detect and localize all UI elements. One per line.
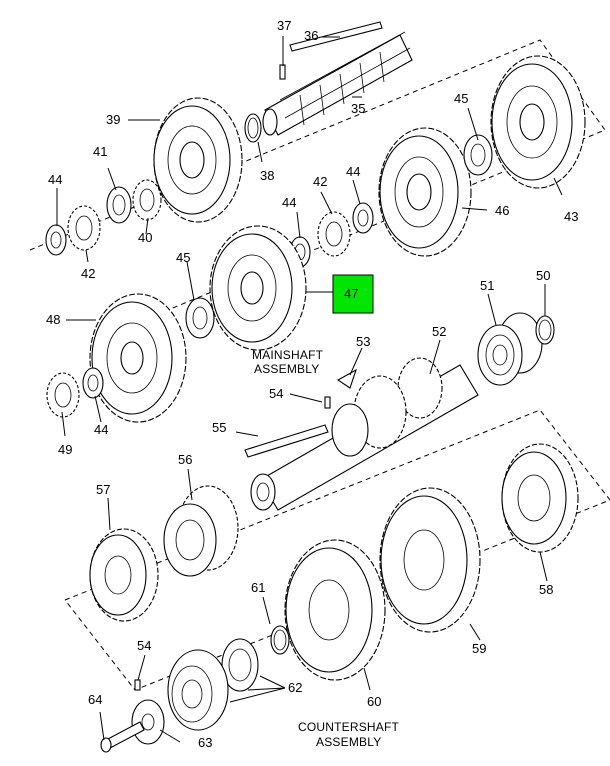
washer-part-45-b (185, 297, 215, 339)
highlight-box (332, 274, 374, 314)
gear-part-57 (89, 528, 159, 622)
callout-44-d[interactable]: 44 (94, 422, 108, 437)
gear-part-48 (89, 293, 187, 423)
callout-58[interactable]: 58 (539, 582, 553, 597)
plug-part-53 (336, 368, 357, 389)
washer-part-44-d (82, 367, 104, 399)
countershaft-title-line2: ASSEMBLY (316, 735, 381, 749)
callout-46[interactable]: 46 (495, 203, 509, 218)
clutch-part-42-b (317, 211, 351, 257)
callout-45-b[interactable]: 45 (176, 250, 190, 265)
callout-50[interactable]: 50 (536, 268, 550, 283)
callout-48[interactable]: 48 (46, 312, 60, 327)
key-part-55 (244, 424, 329, 458)
pin-part-54-b (134, 679, 141, 691)
gear-part-56 (163, 485, 239, 577)
callout-57[interactable]: 57 (96, 482, 110, 497)
callout-43[interactable]: 43 (564, 209, 578, 224)
callout-64[interactable]: 64 (88, 692, 102, 707)
callout-49[interactable]: 49 (58, 442, 72, 457)
callout-47-highlight[interactable]: 47 (332, 274, 374, 314)
gear-part-46 (378, 127, 472, 257)
callout-44-a[interactable]: 44 (48, 172, 62, 187)
callout-51[interactable]: 51 (480, 278, 494, 293)
callout-59[interactable]: 59 (472, 641, 486, 656)
callout-44-c[interactable]: 44 (346, 164, 360, 179)
mainshaft-assembly-title: MAINSHAFT ASSEMBLY (252, 348, 324, 376)
callout-53[interactable]: 53 (356, 334, 370, 349)
callout-40[interactable]: 40 (138, 230, 152, 245)
callout-36[interactable]: 36 (304, 28, 318, 43)
washer-part-44-c (352, 202, 374, 234)
gear-part-39 (153, 97, 243, 223)
retainer-part-63 (131, 699, 165, 745)
callout-55[interactable]: 55 (212, 420, 226, 435)
gear-part-58 (501, 443, 579, 553)
gear-part-59 (379, 487, 481, 633)
callout-54-b[interactable]: 54 (137, 638, 151, 653)
gear-part-60 (284, 539, 386, 681)
callout-61[interactable]: 61 (251, 580, 265, 595)
snap-ring-part-38 (244, 113, 262, 143)
bolt-part-64 (100, 721, 145, 753)
pin-part-54-a (324, 396, 331, 409)
callout-38[interactable]: 38 (260, 168, 274, 183)
washer-part-45-a (463, 134, 493, 176)
callout-63[interactable]: 63 (198, 735, 212, 750)
callout-52[interactable]: 52 (432, 324, 446, 339)
clutch-part-49 (46, 372, 80, 418)
callout-42-a[interactable]: 42 (81, 266, 95, 281)
callout-37[interactable]: 37 (277, 18, 291, 33)
callout-44-b[interactable]: 44 (282, 195, 296, 210)
washer-part-44-a (45, 224, 67, 256)
callout-45-a[interactable]: 45 (454, 91, 468, 106)
pin-part-37 (279, 64, 286, 80)
callout-42-b[interactable]: 42 (313, 174, 327, 189)
callout-54-a[interactable]: 54 (269, 386, 283, 401)
callout-39[interactable]: 39 (106, 112, 120, 127)
mainshaft-assembly-part-52 (250, 357, 479, 511)
snap-ring-part-61 (270, 625, 290, 655)
clutch-part-42-a (67, 205, 101, 251)
leader-lines (56, 36, 563, 743)
countershaft-title-line1: COUNTERSHAFT (298, 720, 400, 734)
callout-62[interactable]: 62 (288, 680, 302, 695)
callout-41[interactable]: 41 (93, 144, 107, 159)
bearing-part-62 (167, 638, 259, 731)
mainshaft-title-line1: MAINSHAFT (252, 348, 324, 362)
callout-56[interactable]: 56 (178, 452, 192, 467)
callout-60[interactable]: 60 (367, 694, 381, 709)
mainshaft-title-line2: ASSEMBLY (254, 362, 319, 376)
countershaft-assembly-title: COUNTERSHAFT ASSEMBLY (298, 720, 400, 749)
mainshaft-part-35 (262, 31, 413, 136)
callout-35[interactable]: 35 (351, 101, 365, 116)
callout-47[interactable]: 47 (344, 286, 358, 301)
bearing-part-51 (477, 312, 543, 386)
washer-part-41 (106, 186, 132, 224)
snap-ring-part-50 (535, 315, 555, 345)
spline-washer-part-40 (132, 179, 162, 221)
gear-part-43 (490, 55, 586, 189)
gear-part-47 (209, 225, 307, 351)
callout-labels: 36 37 35 39 38 45 43 41 44 40 42 44 42 4… (46, 18, 578, 750)
